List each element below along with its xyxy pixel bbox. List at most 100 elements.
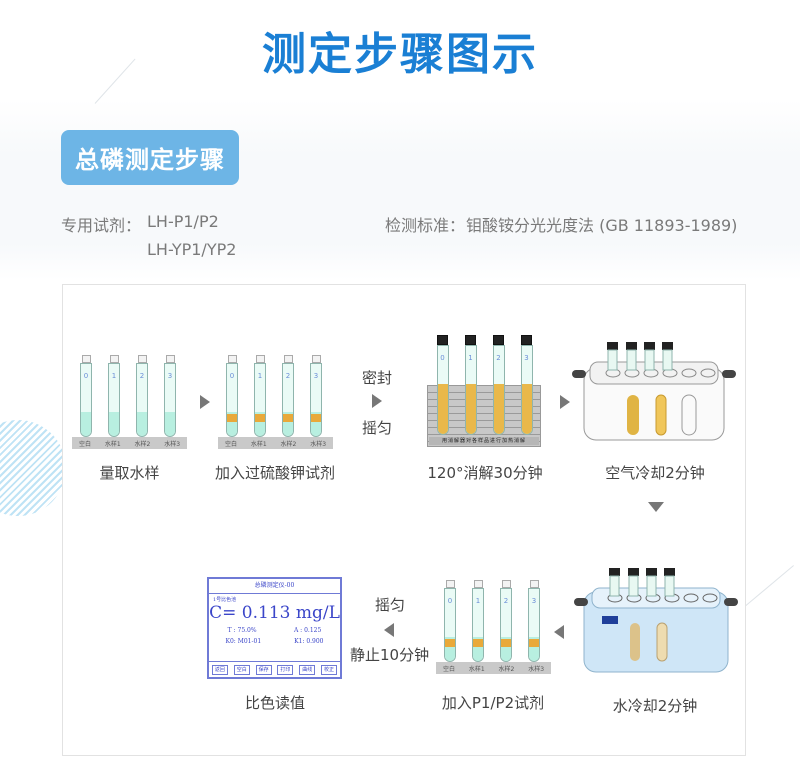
- background-band: [0, 100, 800, 280]
- test-tube: 3: [520, 345, 533, 435]
- tube-cap: [255, 355, 265, 363]
- rack-label: 水样1: [468, 665, 485, 673]
- tube-cap: [311, 355, 321, 363]
- tube-liquid: [81, 412, 91, 436]
- screen-button[interactable]: 返回: [211, 664, 228, 675]
- test-tube: 0: [436, 345, 449, 435]
- standard-label: 检测标准：: [385, 216, 466, 235]
- test-tube: 2: [500, 588, 512, 662]
- tube-rack: 空白 水样1 水样2 水样3: [436, 662, 551, 674]
- tube-rack: 空白 水样1 水样2 水样3: [218, 437, 333, 449]
- tube-liquid: [437, 384, 448, 434]
- tube-number: 1: [257, 372, 263, 380]
- tube-cap: [445, 580, 455, 588]
- step-caption: 水冷却2分钟: [612, 697, 698, 715]
- tube-liquid: [521, 384, 532, 434]
- tube-liquid: [501, 637, 511, 661]
- tube-number: 0: [440, 354, 445, 362]
- rack-label: 空白: [224, 440, 237, 448]
- tube-cap: [109, 355, 119, 363]
- tube-liquid: [165, 412, 175, 436]
- rack-label: 水样3: [164, 440, 181, 448]
- tube-cap: [501, 580, 511, 588]
- tube-number: 0: [447, 597, 453, 605]
- k1-value: K1: 0.900: [294, 638, 324, 645]
- step-caption: 加入过硫酸钾试剂: [214, 464, 335, 482]
- step-6-illustration: 空白 水样1 水样2 水样3 0 1 2 3: [436, 580, 551, 680]
- test-tube: 1: [108, 363, 120, 437]
- tube-liquid: [473, 637, 483, 661]
- rack-label: 水样2: [134, 440, 151, 448]
- rack-label: 水样2: [498, 665, 515, 673]
- screen-button[interactable]: 空白: [233, 664, 250, 675]
- screen-button[interactable]: 校正: [321, 664, 338, 675]
- reagent-layer: [283, 414, 293, 422]
- test-tube: 3: [528, 588, 540, 662]
- tube-number: 3: [531, 597, 537, 605]
- reagent-item: LH-YP1/YP2: [147, 240, 237, 259]
- screen-result: C= 0.113 mg/L: [209, 603, 340, 623]
- standard-value: 钼酸铵分光光度法 (GB 11893-1989): [466, 216, 738, 235]
- transition-label: 静止10分钟: [350, 646, 430, 664]
- test-tube: 0: [226, 363, 238, 437]
- tube-liquid: [137, 412, 147, 436]
- test-tube: 3: [164, 363, 176, 437]
- tube-liquid: [529, 637, 539, 661]
- tube-number: 1: [475, 597, 481, 605]
- tube-liquid: [109, 412, 119, 436]
- tube-liquid: [445, 637, 455, 661]
- tube-liquid: [465, 384, 476, 434]
- reagent-layer: [255, 414, 265, 422]
- tube-liquid: [227, 412, 237, 436]
- arrow-left-icon: [554, 625, 564, 639]
- screen-button[interactable]: 曲线: [299, 664, 316, 675]
- reagent-layer: [501, 639, 511, 647]
- step-4-illustration: [570, 340, 738, 450]
- digester-strip: 用消解器对各样品进行加热消解: [429, 437, 539, 445]
- transition-label: 密封: [362, 369, 393, 387]
- tube-cap: [473, 580, 483, 588]
- tube-liquid: [493, 384, 504, 434]
- water-bath-icon: [574, 568, 738, 673]
- rack-label: 水样3: [528, 665, 545, 673]
- test-tube: 2: [492, 345, 505, 435]
- reagent-item: LH-P1/P2: [147, 212, 219, 231]
- test-tube: 0: [444, 588, 456, 662]
- step-3-illustration: 用消解器对各样品进行加热消解 0 1 2 3: [425, 335, 543, 450]
- screen-button[interactable]: 打印: [277, 664, 294, 675]
- transition-label: 摇匀: [375, 596, 406, 614]
- reagent-label: 专用试剂：: [61, 216, 142, 235]
- screen-subtitle: 1号比色池: [213, 597, 237, 603]
- a-value: A : 0.125: [293, 627, 322, 634]
- rack-label: 空白: [442, 665, 455, 673]
- tube-cap: [437, 335, 448, 345]
- screen-button[interactable]: 保存: [255, 664, 272, 675]
- tube-rack: 空白 水样1 水样2 水样3: [72, 437, 187, 449]
- tube-number: 2: [139, 372, 145, 380]
- tube-number: 1: [111, 372, 117, 380]
- tube-cap: [227, 355, 237, 363]
- screen-row: T : 75.0% A : 0.125: [209, 627, 340, 634]
- tube-liquid: [311, 412, 321, 436]
- tube-number: 2: [503, 597, 509, 605]
- tube-number: 0: [83, 372, 89, 380]
- step-1-illustration: 空白 水样1 水样2 水样3 0 1 2 3: [72, 355, 187, 455]
- step-5-illustration: [572, 568, 740, 678]
- transition-label: 摇匀: [362, 419, 393, 437]
- reagent-layer: [311, 414, 321, 422]
- tube-cap: [283, 355, 293, 363]
- test-tube: 1: [254, 363, 266, 437]
- tube-cap: [81, 355, 91, 363]
- rack-label: 水样2: [280, 440, 297, 448]
- tube-cap: [165, 355, 175, 363]
- tube-cap: [521, 335, 532, 345]
- tube-number: 2: [496, 354, 501, 362]
- t-value: T : 75.0%: [227, 627, 257, 634]
- test-tube: 2: [282, 363, 294, 437]
- tube-liquid: [283, 412, 293, 436]
- rack-label: 水样1: [250, 440, 267, 448]
- test-tube: 1: [472, 588, 484, 662]
- tube-number: 1: [468, 354, 473, 362]
- arrow-right-icon: [372, 394, 382, 408]
